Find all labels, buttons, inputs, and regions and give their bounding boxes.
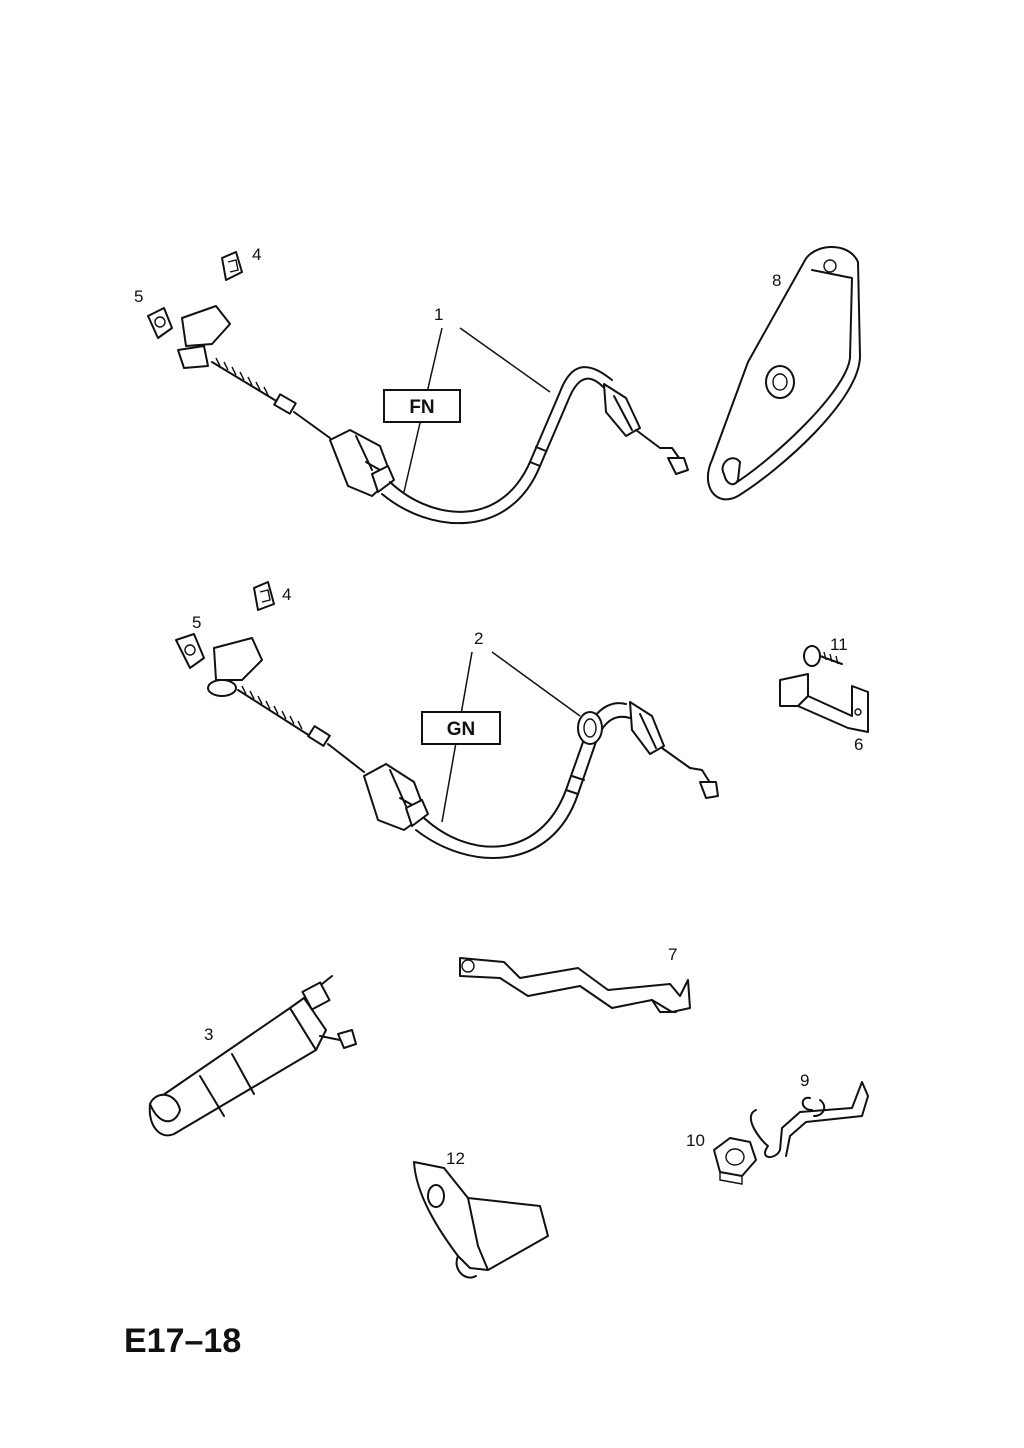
screw-11	[803, 645, 843, 667]
callout-2: 2	[474, 629, 483, 648]
leader-1-right	[459, 327, 551, 393]
callout-6: 6	[854, 735, 863, 754]
callout-8: 8	[772, 271, 781, 290]
diagram-code: E17–18	[124, 1322, 241, 1360]
callout-5-top: 5	[134, 287, 143, 306]
clutch-cable-fn	[211, 357, 689, 525]
callout-7: 7	[668, 945, 677, 964]
callout-1: 1	[434, 305, 443, 324]
clip-4-top	[221, 251, 243, 281]
retainer-5-middle	[175, 633, 263, 697]
callout-4-top: 4	[252, 245, 261, 264]
nut-10	[713, 1137, 757, 1185]
clip-4-middle	[253, 581, 275, 611]
spring-clip-9	[749, 1081, 869, 1158]
bracket-7	[459, 957, 691, 1013]
grease-tube-3	[148, 975, 357, 1137]
clutch-cable-gn	[237, 685, 719, 859]
callout-5-middle: 5	[192, 613, 201, 632]
variant-label-gn: GN	[447, 719, 476, 740]
leader-2-right	[491, 651, 581, 717]
callout-10: 10	[686, 1131, 705, 1150]
callout-4-middle: 4	[282, 585, 291, 604]
callout-3: 3	[204, 1025, 213, 1044]
callout-9: 9	[800, 1071, 809, 1090]
variant-label-fn: FN	[409, 397, 434, 418]
bracket-12	[413, 1161, 549, 1279]
callout-12: 12	[446, 1149, 465, 1168]
retainer-5-top	[147, 305, 231, 369]
callout-11: 11	[830, 635, 848, 654]
variant-box-gn: GN	[421, 711, 501, 745]
variant-box-fn: FN	[383, 389, 461, 423]
mounting-plate-8	[706, 246, 861, 501]
bracket-6	[779, 673, 869, 733]
